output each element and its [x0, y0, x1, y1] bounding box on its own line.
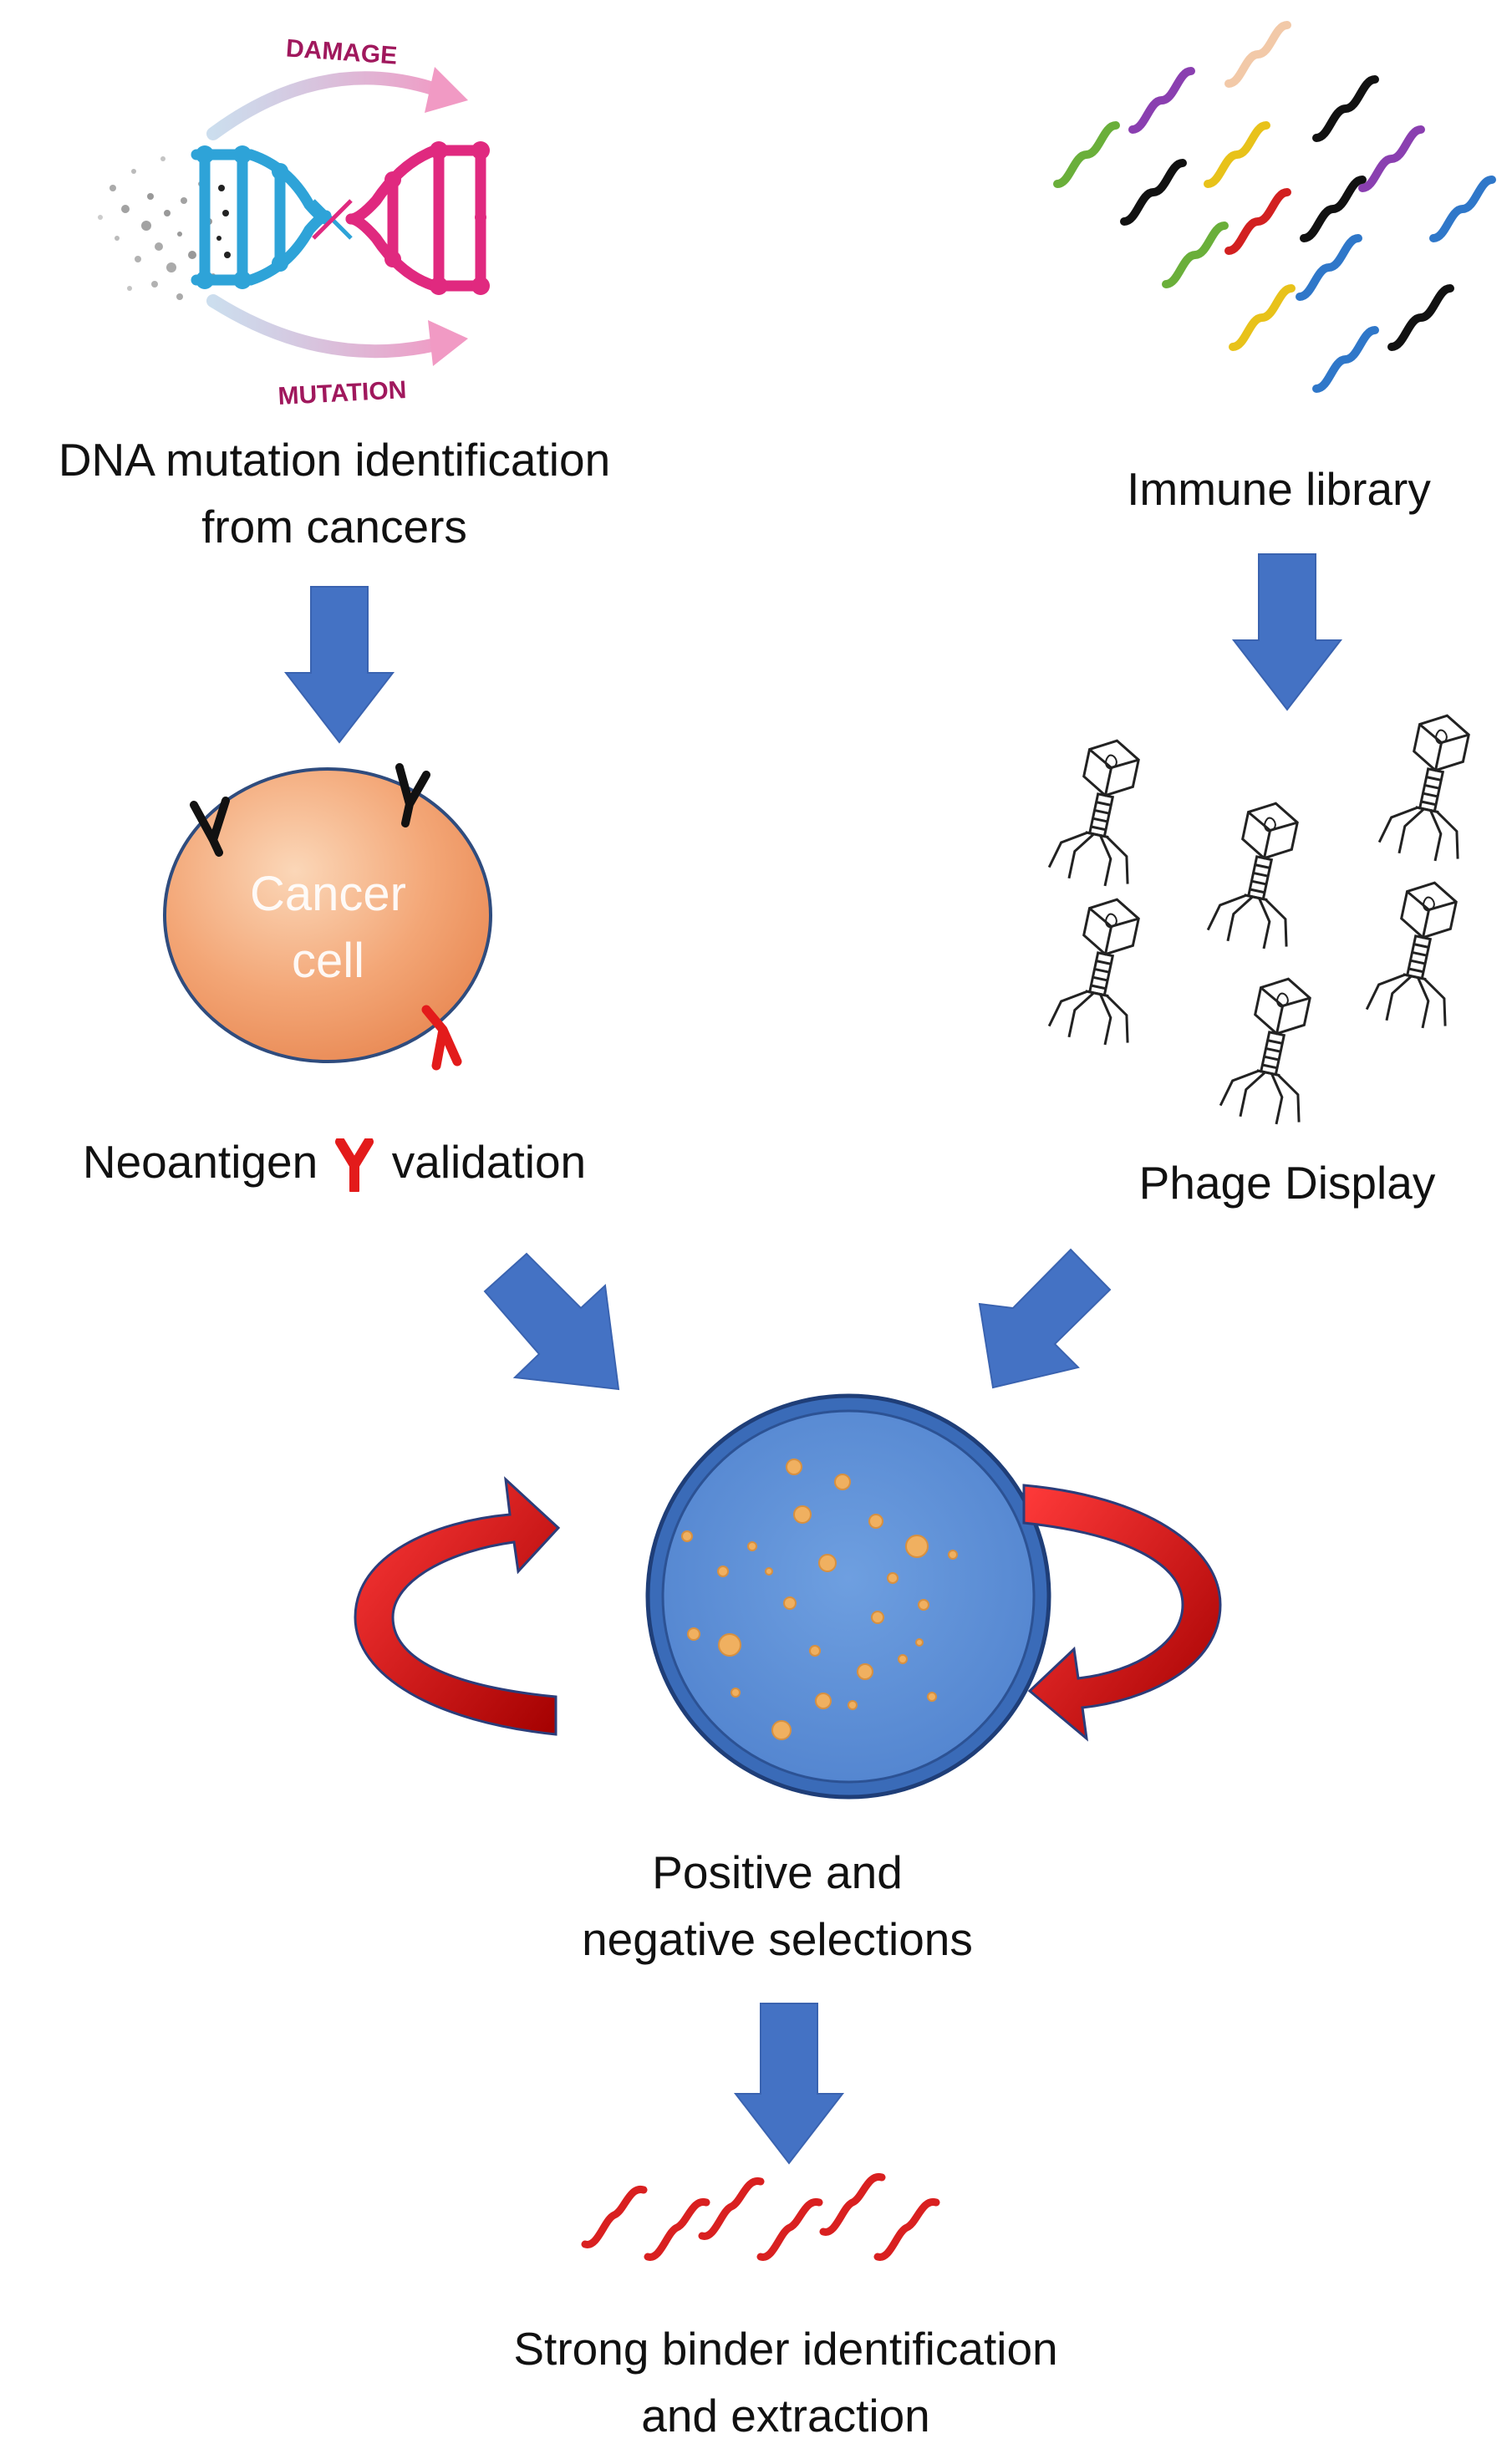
- selection-line1: Positive and: [652, 1846, 903, 1898]
- library-strand: [1128, 67, 1195, 134]
- arrow-selection-to-binder: [733, 2003, 845, 2165]
- library-strand: [1312, 326, 1379, 393]
- dish-inner: [661, 1409, 1036, 1784]
- immune-library-label: Immune library: [1127, 463, 1431, 515]
- damage-text: DAMAGE: [285, 34, 398, 69]
- library-strand: [1162, 221, 1229, 288]
- binder-strand: [873, 2198, 940, 2261]
- dna-mutation-label: DNA mutation identification from cancers: [0, 426, 669, 560]
- binder-label: Strong binder identification and extract…: [368, 2315, 1204, 2449]
- damage-arrow: [206, 71, 450, 140]
- arrow-phage-to-dish: [978, 1248, 1112, 1389]
- phage-display-label: Phage Display: [1138, 1157, 1436, 1209]
- neoantigen-marker: [421, 1005, 462, 1071]
- cancer-cell-text: Cancer cell: [209, 861, 447, 995]
- mutation-arrow: [206, 294, 450, 359]
- binder-strands: [581, 2173, 940, 2261]
- selection-line2: negative selections: [582, 1913, 973, 1965]
- library-strand: [1358, 125, 1425, 192]
- library-strand: [1387, 284, 1454, 351]
- binder-strand: [644, 2198, 710, 2261]
- library-strand: [1204, 121, 1270, 188]
- arrow-dna-to-cell: [283, 586, 395, 744]
- binder-strand: [756, 2198, 823, 2261]
- immune-library-strands: [1053, 21, 1496, 393]
- binder-line2: and extraction: [641, 2390, 930, 2441]
- library-strand: [1429, 176, 1496, 242]
- selection-cycle-arrows: [354, 1476, 1222, 1742]
- phage-icon: [1047, 739, 1140, 887]
- dna-pink-strand: [345, 145, 486, 292]
- library-strand: [1120, 159, 1187, 226]
- dna-twist: [312, 199, 353, 240]
- arrow-library-to-phage: [1231, 553, 1343, 711]
- dna-label-line1: DNA mutation identification: [58, 434, 611, 486]
- library-strand: [1224, 21, 1291, 88]
- cancer-cell-line1: Cancer: [250, 867, 406, 921]
- selection-label: Positive and negative selections: [501, 1839, 1053, 1973]
- damage-arrowhead: [425, 67, 468, 113]
- dna-mutation-graphic: DAMAGE MUTATION: [98, 34, 490, 410]
- phage-group: [1047, 714, 1470, 1125]
- library-strand: [1229, 284, 1296, 351]
- blue-arrows: [283, 553, 1343, 2165]
- arrow-cell-to-dish: [483, 1252, 620, 1391]
- binder-strand: [819, 2173, 886, 2236]
- binder-strand: [581, 2186, 648, 2248]
- dna-blue-speckle: [216, 185, 231, 258]
- phage-icon: [1365, 881, 1458, 1029]
- phage-icon: [1047, 898, 1140, 1046]
- colonies: [681, 1459, 958, 1740]
- dna-blue-nodes: [196, 145, 288, 289]
- library-strand: [1300, 176, 1367, 242]
- binder-strand: [698, 2177, 765, 2240]
- library-strand: [1224, 188, 1291, 255]
- library-strand: [1053, 121, 1120, 188]
- right-cycle-arrow: [1022, 1484, 1222, 1742]
- library-strand: [1312, 75, 1379, 142]
- cancer-cell: [163, 763, 492, 1071]
- dna-label-line2: from cancers: [201, 501, 467, 552]
- cancer-cell-line2: cell: [291, 934, 365, 988]
- phage-icon: [1206, 802, 1299, 950]
- petri-dish: [645, 1393, 1051, 1800]
- mutation-arrowhead: [428, 320, 468, 366]
- dna-blue-strand: [191, 149, 332, 286]
- binder-line1: Strong binder identification: [513, 2323, 1058, 2375]
- neoantigen-y-icon: [335, 1137, 374, 1196]
- validation-word: validation: [391, 1136, 587, 1188]
- phage-icon: [1219, 977, 1311, 1125]
- dna-pink-nodes: [384, 141, 490, 295]
- library-strand: [1296, 234, 1362, 301]
- neoantigen-word: Neoantigen: [82, 1136, 318, 1188]
- mutation-text: MUTATION: [277, 376, 407, 410]
- left-cycle-arrow: [354, 1476, 561, 1736]
- phage-icon: [1377, 714, 1470, 862]
- neoantigen-label: Neoantigen validation: [25, 1128, 644, 1196]
- cancer-cell-body: [163, 767, 492, 1063]
- antibody-icon: [190, 763, 430, 857]
